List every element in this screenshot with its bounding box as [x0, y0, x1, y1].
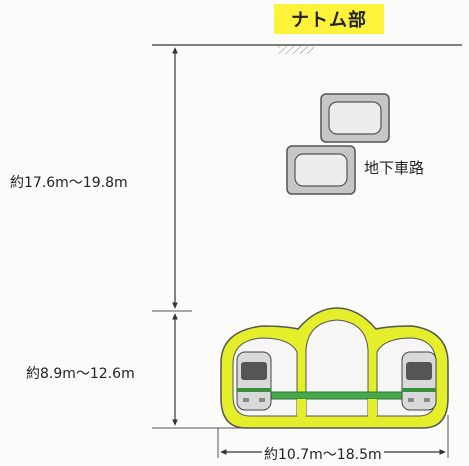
- underground-road-box-upper: [320, 93, 390, 143]
- depth-lower-label: 約8.9m～12.6m: [26, 366, 135, 382]
- platform: [246, 391, 426, 400]
- underground-road-box-lower: [286, 145, 356, 195]
- depth-upper-label: 約17.6m～19.8m: [10, 175, 128, 191]
- train-left: [236, 351, 272, 411]
- ground-hatch: [278, 46, 314, 54]
- train-right: [401, 351, 437, 411]
- natm-tunnel: [220, 307, 449, 429]
- underground-road-label: 地下車路: [364, 159, 425, 177]
- width-label: 約10.7m～18.5m: [262, 444, 384, 464]
- section-title: ナトム部: [274, 4, 384, 34]
